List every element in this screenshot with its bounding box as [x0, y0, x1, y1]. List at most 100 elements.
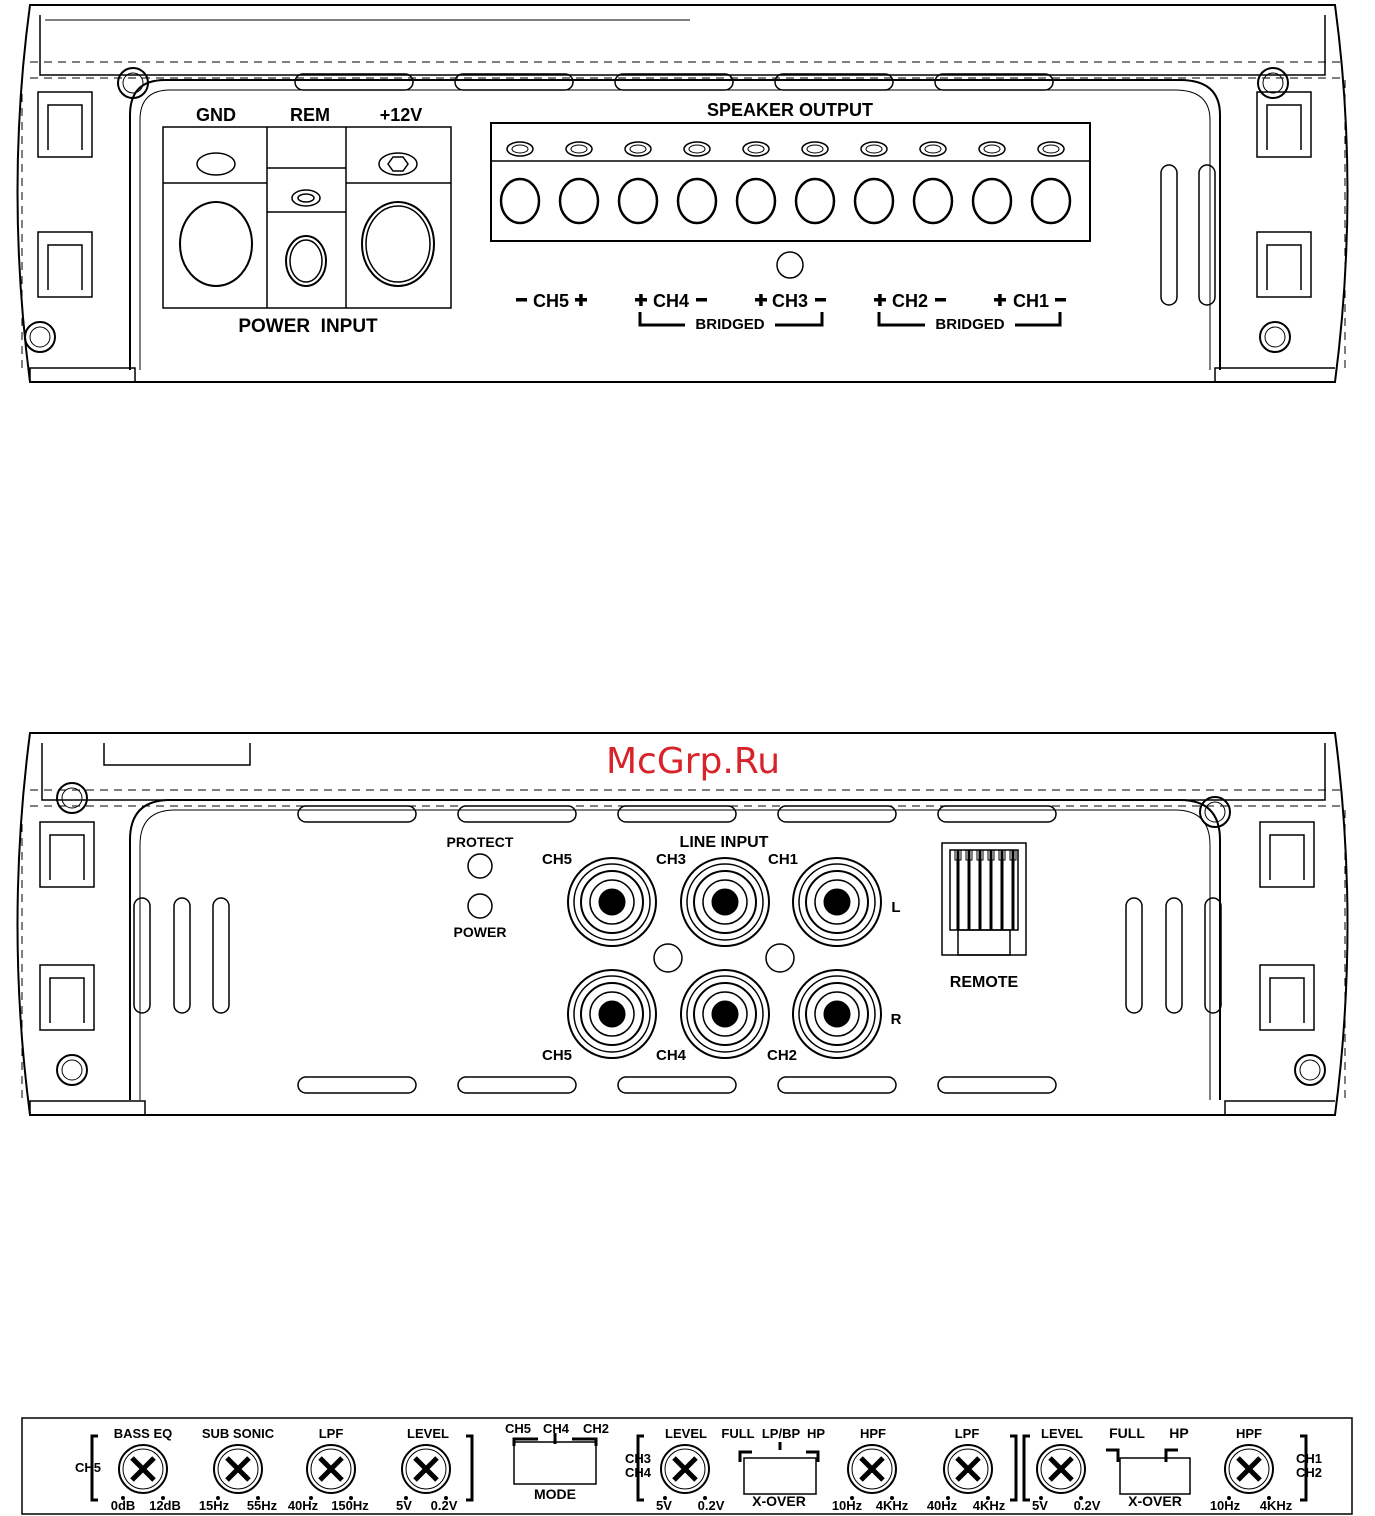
- xover1-switch[interactable]: [738, 1442, 820, 1495]
- lpf1-min-label: 40Hz: [288, 1498, 319, 1513]
- speaker-terminal[interactable]: [676, 141, 718, 225]
- hpf2-knob[interactable]: [1224, 1444, 1274, 1500]
- mode-ch4-label: CH4: [543, 1421, 570, 1436]
- power-label: POWER: [454, 924, 507, 940]
- xover2-switch[interactable]: [1106, 1448, 1191, 1495]
- screw-icon: [24, 321, 56, 353]
- mode-ch5-label: CH5: [505, 1421, 531, 1436]
- level3-max-label: 0.2V: [1074, 1498, 1101, 1513]
- bass-eq-min-label: 0dB: [111, 1498, 136, 1513]
- speaker-mount-hole: [776, 251, 804, 279]
- middle-panel: [16, 732, 1349, 1116]
- ch2-control-label: CH2: [1296, 1465, 1322, 1480]
- speaker-terminal[interactable]: [971, 141, 1013, 225]
- sub-sonic-min-label: 15Hz: [199, 1498, 230, 1513]
- xover1-hp-label: HP: [807, 1426, 825, 1441]
- speaker-terminal[interactable]: [853, 141, 895, 225]
- minus-icon: [516, 298, 527, 302]
- xover2-label: X-OVER: [1128, 1493, 1182, 1509]
- bass-eq-max-label: 12dB: [149, 1498, 181, 1513]
- ch4-output-label: CH4: [653, 291, 689, 311]
- control-strip: [21, 1417, 1353, 1515]
- power-led: [467, 893, 493, 919]
- screw-icon: [56, 1054, 88, 1086]
- ch2-output-label: CH2: [892, 291, 928, 311]
- rca-jack[interactable]: [680, 969, 770, 1059]
- level2-min-label: 5V: [656, 1498, 672, 1513]
- gnd-label: GND: [196, 105, 236, 125]
- speaker-output-block: [490, 122, 1091, 279]
- sub-sonic-knob[interactable]: [213, 1444, 263, 1500]
- speaker-terminal[interactable]: [794, 141, 836, 225]
- rem-label: REM: [290, 105, 330, 125]
- level2-knob[interactable]: [660, 1444, 710, 1500]
- plus12v-label: +12V: [380, 105, 423, 125]
- plus-icon: [994, 294, 1006, 306]
- rem-screw-icon: [291, 189, 321, 207]
- hpf1-knob[interactable]: [847, 1444, 897, 1500]
- speaker-terminal[interactable]: [1030, 141, 1072, 225]
- level3-knob[interactable]: [1036, 1444, 1086, 1500]
- bridged-label-ch1-ch2: BRIDGED: [935, 316, 1004, 333]
- sub-sonic-label: SUB SONIC: [202, 1426, 275, 1441]
- hpf2-min-label: 10Hz: [1210, 1498, 1241, 1513]
- screw-icon: [1199, 796, 1231, 828]
- screw-icon: [1257, 67, 1289, 99]
- plus12v-terminal: [361, 201, 435, 287]
- ch1-output-label: CH1: [1013, 291, 1049, 311]
- line-in-ch2-label: CH2: [767, 1047, 797, 1064]
- screw-icon: [1259, 321, 1291, 353]
- rca-jack[interactable]: [792, 969, 882, 1059]
- remote-port[interactable]: [941, 842, 1027, 956]
- sub-sonic-max-label: 55Hz: [247, 1498, 278, 1513]
- channel-labels: CH5 CH4 CH3 CH2 CH1 BRIDGED BRIDGED: [516, 291, 1066, 333]
- minus-icon: [935, 298, 946, 302]
- minus-icon: [815, 298, 826, 302]
- speaker-terminal[interactable]: [499, 141, 541, 225]
- rca-jack[interactable]: [567, 969, 657, 1059]
- plus-icon: [874, 294, 886, 306]
- hpf2-label: HPF: [1236, 1426, 1262, 1441]
- lpf2-knob[interactable]: [943, 1444, 993, 1500]
- plus12v-screw-icon: [378, 152, 418, 176]
- level3-label: LEVEL: [1041, 1426, 1083, 1441]
- rca-jack[interactable]: [567, 857, 657, 947]
- screw-icon: [56, 782, 88, 814]
- lpf1-max-label: 150Hz: [331, 1498, 369, 1513]
- speaker-terminal[interactable]: [558, 141, 600, 225]
- lpf1-knob[interactable]: [306, 1444, 356, 1500]
- lpf2-min-label: 40Hz: [927, 1498, 958, 1513]
- minus-icon: [696, 298, 707, 302]
- mode-switch[interactable]: [512, 1433, 598, 1485]
- line-in-ch1-label: CH1: [768, 851, 798, 868]
- bridged-label-ch3-ch4: BRIDGED: [695, 316, 764, 333]
- xover2-full-label: FULL: [1109, 1425, 1145, 1441]
- rca-jack[interactable]: [792, 857, 882, 947]
- rca-jack[interactable]: [680, 857, 770, 947]
- mode-ch2-label: CH2: [583, 1421, 609, 1436]
- hpf1-min-label: 10Hz: [832, 1498, 863, 1513]
- level1-knob[interactable]: [401, 1444, 451, 1500]
- speaker-terminal[interactable]: [912, 141, 954, 225]
- watermark: McGrp.Ru: [606, 741, 780, 782]
- xover1-label: X-OVER: [752, 1493, 806, 1509]
- power-input-title: POWER INPUT: [238, 316, 378, 337]
- speaker-terminal[interactable]: [617, 141, 659, 225]
- speaker-terminal[interactable]: [735, 141, 777, 225]
- level1-min-label: 5V: [396, 1498, 412, 1513]
- speaker-output-title: SPEAKER OUTPUT: [707, 100, 873, 120]
- level2-max-label: 0.2V: [698, 1498, 725, 1513]
- line-in-ch5-bottom-label: CH5: [542, 1047, 572, 1064]
- plus-icon: [635, 294, 647, 306]
- lpf1-label: LPF: [319, 1426, 344, 1441]
- screw-icon: [117, 67, 149, 99]
- hpf1-label: HPF: [860, 1426, 886, 1441]
- bass-eq-knob[interactable]: [118, 1444, 168, 1500]
- gnd-terminal: [179, 201, 253, 287]
- line-in-ch3-label: CH3: [656, 851, 686, 868]
- xover1-full-label: FULL: [721, 1426, 754, 1441]
- lpf2-max-label: 4KHz: [973, 1498, 1006, 1513]
- rem-terminal: [285, 235, 327, 287]
- gnd-screw-icon: [196, 152, 236, 176]
